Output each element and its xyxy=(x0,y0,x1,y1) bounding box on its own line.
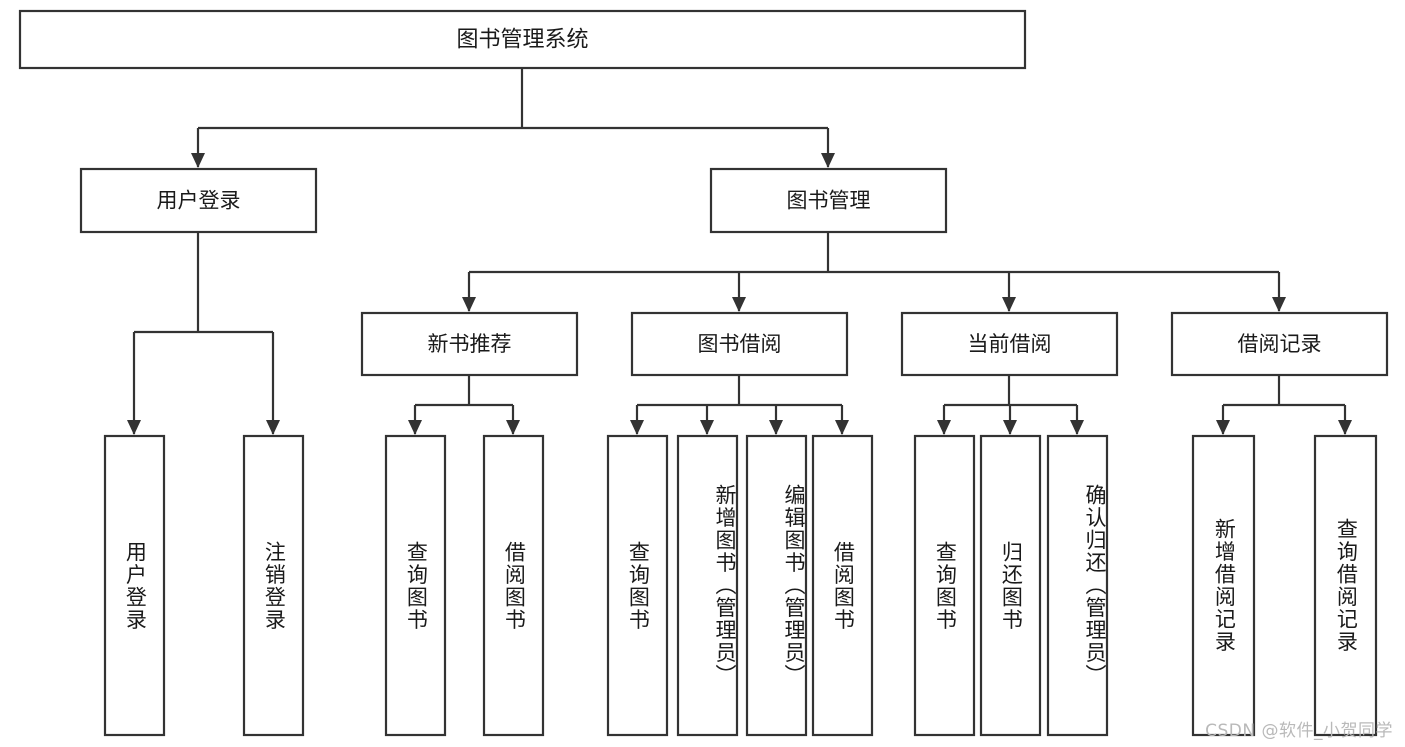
arrow-head-icon xyxy=(1272,297,1286,312)
arrow-head-icon xyxy=(1216,420,1230,435)
node-level2-1[interactable] xyxy=(709,167,948,234)
node-leaf-4[interactable] xyxy=(606,434,669,737)
node-leaf-7[interactable] xyxy=(811,434,874,737)
node-leaf-8[interactable] xyxy=(913,434,976,737)
node-leaf-9[interactable] xyxy=(979,434,1042,737)
node-root-title[interactable] xyxy=(18,9,1027,70)
node-leaf-10[interactable] xyxy=(1046,434,1109,737)
node-leaf-12[interactable] xyxy=(1313,434,1378,737)
arrow-head-icon xyxy=(1002,297,1016,312)
arrow-head-icon xyxy=(506,420,520,435)
node-level3-label-0: 新书推荐 xyxy=(428,332,512,356)
arrow-head-icon xyxy=(1338,420,1352,435)
arrow-head-icon xyxy=(462,297,476,312)
arrow-head-icon xyxy=(1070,420,1084,435)
node-level3-label-1: 图书借阅 xyxy=(698,332,782,356)
node-leaf-6[interactable] xyxy=(745,434,808,737)
node-level2-label-0: 用户登录 xyxy=(157,189,241,213)
arrow-head-icon xyxy=(1003,420,1017,435)
node-level3-2[interactable] xyxy=(900,311,1119,377)
arrow-head-icon xyxy=(630,420,644,435)
node-level3-3[interactable] xyxy=(1170,311,1389,377)
node-leaf-2[interactable] xyxy=(384,434,447,737)
node-leaf-0[interactable] xyxy=(103,434,166,737)
arrow-head-icon xyxy=(408,420,422,435)
arrow-head-icon xyxy=(700,420,714,435)
node-leaf-5[interactable] xyxy=(676,434,739,737)
arrow-head-icon xyxy=(266,420,280,435)
node-boxes xyxy=(18,9,1389,737)
arrow-head-icon xyxy=(732,297,746,312)
arrow-head-icon xyxy=(821,153,835,168)
node-level3-0[interactable] xyxy=(360,311,579,377)
node-leaf-11[interactable] xyxy=(1191,434,1256,737)
connector-edges xyxy=(127,68,1352,435)
node-root-label: 图书管理系统 xyxy=(456,28,588,53)
arrow-head-icon xyxy=(937,420,951,435)
node-leaf-3[interactable] xyxy=(482,434,545,737)
node-level3-1[interactable] xyxy=(630,311,849,377)
watermark-text: CSDN @软件_小贺同学 xyxy=(1205,721,1393,741)
node-level3-label-2: 当前借阅 xyxy=(968,332,1052,356)
arrow-head-icon xyxy=(127,420,141,435)
node-level2-label-1: 图书管理 xyxy=(787,189,871,213)
arrow-head-icon xyxy=(835,420,849,435)
arrow-head-icon xyxy=(191,153,205,168)
node-leaf-1[interactable] xyxy=(242,434,305,737)
node-level3-label-3: 借阅记录 xyxy=(1238,332,1322,356)
node-level2-0[interactable] xyxy=(79,167,318,234)
arrow-head-icon xyxy=(769,420,783,435)
